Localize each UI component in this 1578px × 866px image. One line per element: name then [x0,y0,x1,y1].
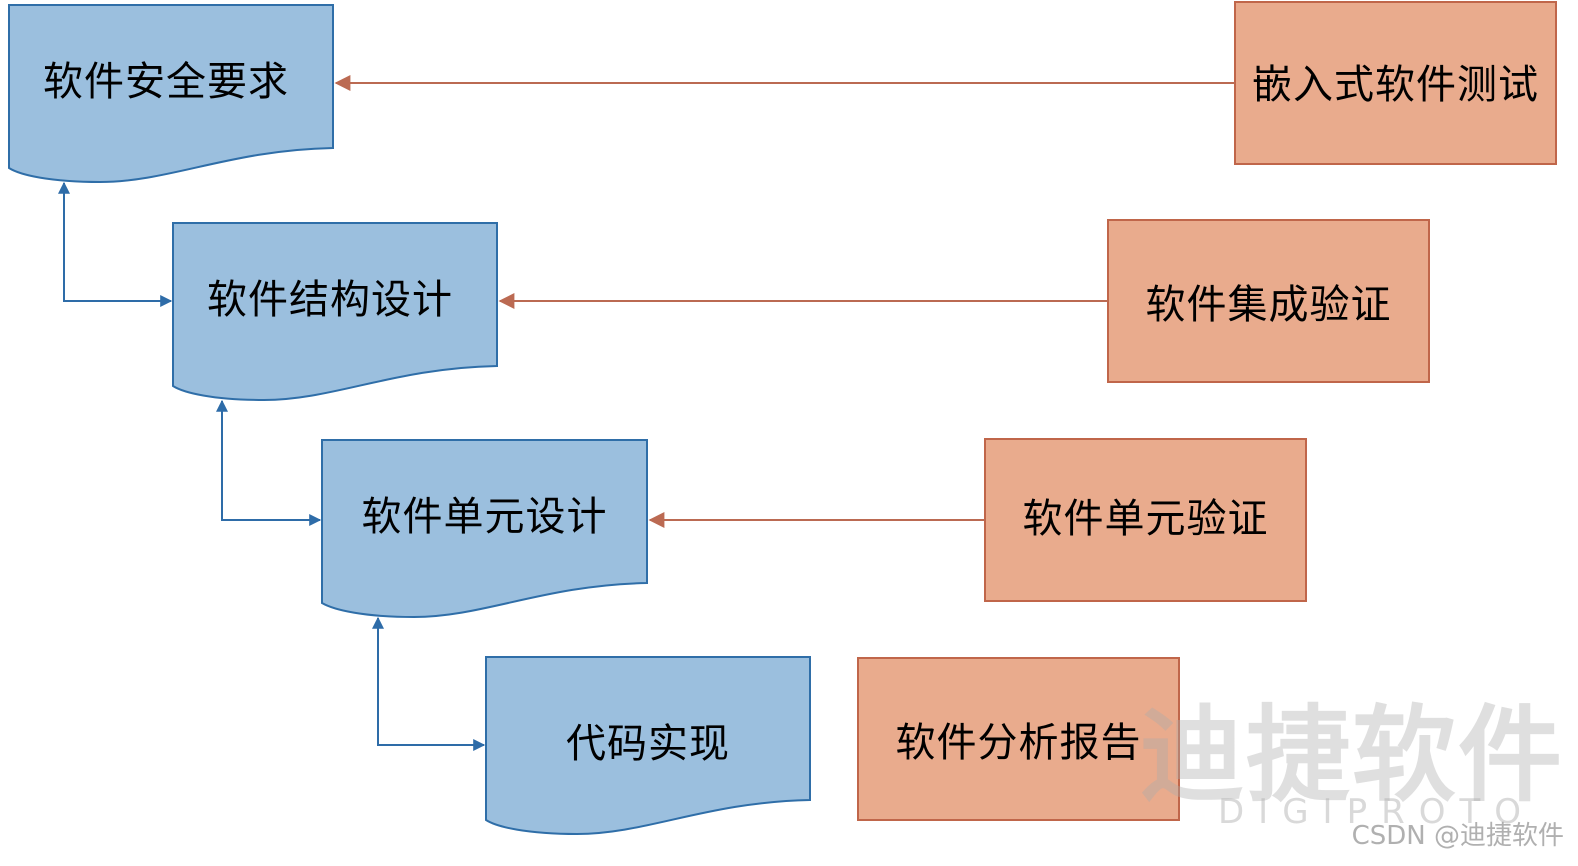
document-label-software-unit-design: 软件单元设计 [361,494,608,540]
activity-box-software-integration-verification [1107,219,1430,383]
watermark-digiproto: DIGIPROTO [1218,792,1536,832]
activity-box-software-unit-verification [984,438,1307,602]
document-shape-software-safety-requirements [8,4,334,184]
connector-architecture-unit-design [216,399,322,526]
document-shape-software-unit-design [321,439,648,619]
connector-requirements-architecture [58,181,173,307]
watermark-logo: 迪捷软件 [1140,694,1565,816]
activity-box-software-analysis-report [857,657,1180,821]
activity-label-embedded-software-testing: 嵌入式软件测试 [1252,62,1539,108]
connector-unit-design-code [372,616,486,751]
activity-label-software-unit-verification: 软件单元验证 [1022,496,1269,542]
watermark-csdn: CSDN @迪捷软件 [1351,821,1564,851]
activity-label-software-analysis-report: 软件分析报告 [895,720,1142,766]
document-label-software-architecture-design: 软件结构设计 [207,277,453,323]
document-label-software-safety-requirements: 软件安全要求 [43,59,289,105]
document-shape-software-architecture-design [172,222,498,402]
document-label-code-implementation: 代码实现 [566,721,730,767]
activity-label-software-integration-verification: 软件集成验证 [1145,282,1392,328]
document-shape-code-implementation [485,656,811,836]
